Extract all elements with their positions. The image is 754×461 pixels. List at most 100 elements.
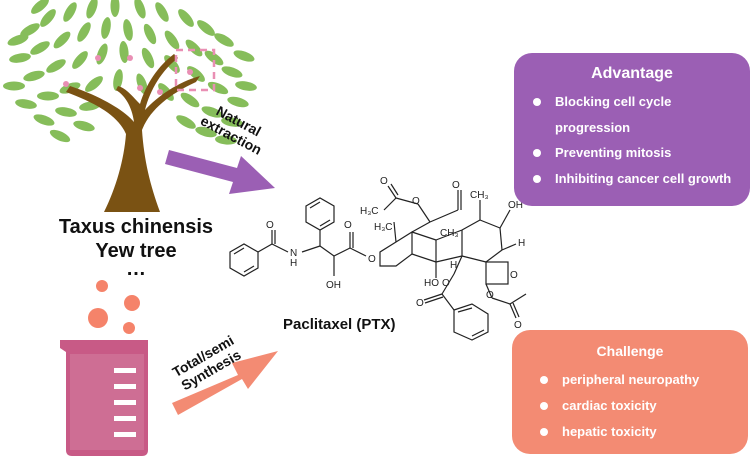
leaf [197,20,215,36]
bullet-icon [533,174,541,183]
leaf [227,96,249,108]
advantage-title: Advantage [591,65,673,82]
leaf [15,99,37,109]
advantage-item-3-text: Inhibiting cancer cell growth [555,170,732,186]
atom-o-5: O [412,196,420,207]
leaf [96,43,108,65]
leaf [23,70,45,82]
leaf [20,23,40,37]
leaf [221,66,243,78]
leaf [113,69,123,91]
beaker-icon [60,280,148,456]
atom-o-10: O [486,290,494,301]
leaf [185,39,203,57]
leaf [141,47,155,69]
atom-o-6: O [452,180,460,191]
leaf [235,81,257,91]
leaf [201,106,223,118]
advantage-item-1-line2: progression [555,119,631,135]
advantage-item-2: Preventing mitosis [524,140,740,166]
leaf [233,50,255,62]
source-ellipsis: … [126,258,146,280]
yew-tree-icon [3,0,257,212]
bullet-icon [540,376,548,384]
leaf [176,115,196,129]
molecule-name: Paclitaxel (PTX) [283,316,396,333]
atom-nh: H [290,258,297,269]
atom-o-11: O [514,320,522,331]
leaf [77,22,91,42]
bullet-icon [533,98,541,106]
leaf [180,92,200,108]
atom-o-8: O [442,278,450,289]
challenge-item-3-text: hepatic toxicity [562,424,657,439]
leaf [37,91,59,101]
leaf [46,59,66,73]
leaf [63,2,77,22]
leaf [53,31,71,49]
leaf [33,114,55,126]
leaf [40,9,56,27]
atom-ch3-2: CH₃ [440,228,459,239]
bullet-icon [540,428,548,436]
atom-o-4: O [380,176,388,187]
atom-ch3-1: CH₃ [470,190,489,201]
leaf [215,135,237,145]
atom-h3c-2: H₃C [374,222,393,233]
atom-n: N [290,248,297,259]
atom-h3c-1: H₃C [360,206,379,217]
molecule-structure: O N H O O OH O H₃C O O CH₃ OH H₃C CH₃ H … [229,176,527,341]
advantage-item-1-line1: Blocking cell cycle [555,94,672,109]
atom-o-7: O [510,270,518,281]
atom-ho: HO [424,278,439,289]
advantage-panel: Advantage Blocking cell cycle progressio… [514,53,750,206]
atom-oh-1: OH [326,280,341,291]
leaf [7,34,29,46]
leaf [119,41,129,63]
leaf [55,107,77,117]
leaf [143,23,157,45]
atom-o-3: O [368,254,376,265]
leaf [221,117,243,127]
atom-h-2: H [450,260,457,271]
leaf [30,41,50,55]
advantage-item-3: Inhibiting cancer cell growth [524,166,740,192]
leaf [214,33,234,47]
tree-name-line1: Taxus chinensis [58,216,214,238]
challenge-item-1: peripheral neuropathy [522,367,738,393]
leaf [195,126,217,138]
challenge-item-1-text: peripheral neuropathy [562,372,700,387]
leaf [178,9,194,27]
atom-o-9: O [416,298,424,309]
synthesis-arrow [172,351,278,415]
leaf [207,81,229,95]
bullet-icon [540,402,548,410]
atom-oh-2: OH [508,200,523,211]
challenge-item-2: cardiac toxicity [522,393,738,419]
leaf [3,81,25,91]
leaf [49,129,71,143]
challenge-title: Challenge [596,343,664,359]
leaf [134,0,146,19]
bullet-icon [533,149,541,157]
natural-extraction-arrow [165,150,275,194]
leaf [136,73,148,95]
leaf [110,0,120,17]
atom-o-1: O [266,220,274,231]
advantage-item-2-text: Preventing mitosis [555,145,672,160]
challenge-item-3: hepatic toxicity [522,419,738,445]
leaf [86,0,98,19]
leaf [204,50,224,66]
tree-name-line2: Yew tree [95,240,177,262]
leaf [155,2,169,22]
atom-o-2: O [344,220,352,231]
challenge-panel: Challenge peripheral neuropathy cardiac … [512,330,748,454]
leaf [164,30,180,50]
atom-h-1: H [518,238,525,249]
challenge-item-2-text: cardiac toxicity [562,398,657,413]
advantage-item-1: Blocking cell cycle progression [524,89,740,140]
leaf [73,120,95,132]
leaf [85,76,103,92]
leaf [123,19,133,41]
